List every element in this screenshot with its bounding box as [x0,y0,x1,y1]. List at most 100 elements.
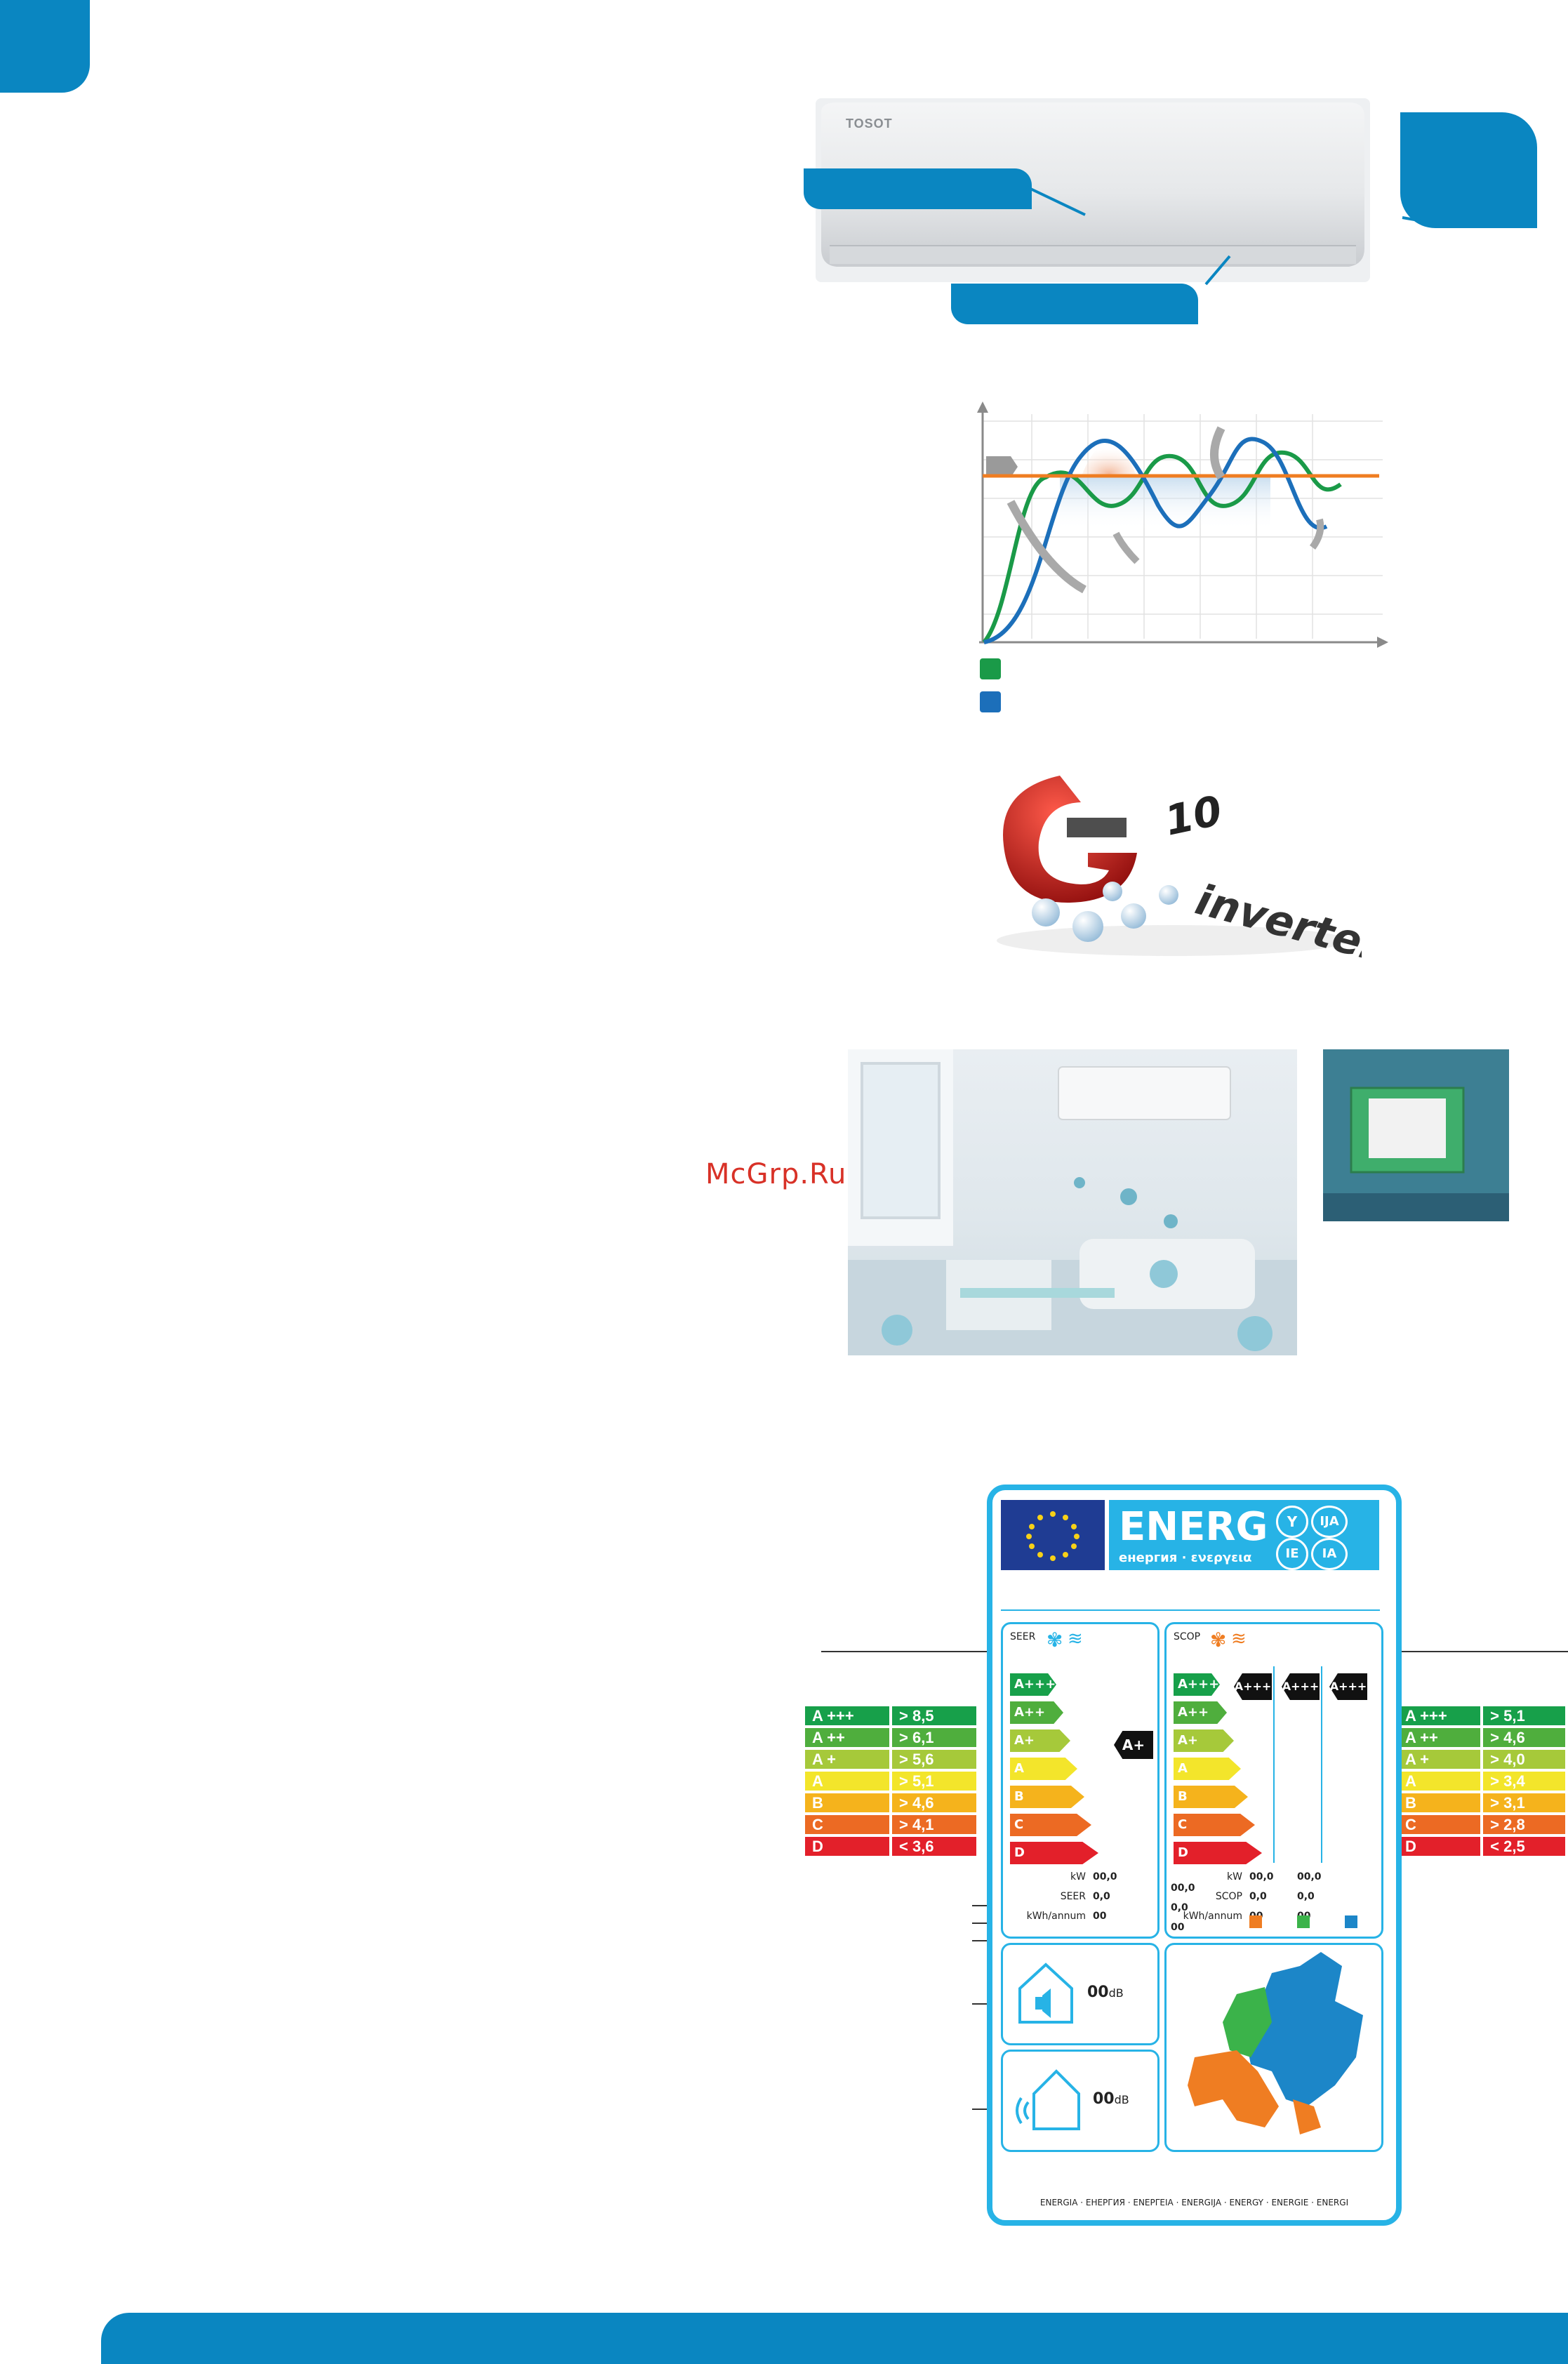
scop-rating-arrow: A+++ [1329,1673,1367,1700]
scop-row-value: 0,0 [1249,1891,1267,1902]
scale-class: A + [805,1750,889,1769]
energy-class-bar: A+++ [1010,1673,1056,1696]
scale-class: B [1398,1793,1481,1812]
eu-flag [1001,1500,1105,1570]
suffix-badge: Y [1276,1506,1308,1538]
seer-row-label: SEER [1060,1891,1086,1902]
seer-data-row: kWh/annum 00 [1003,1911,1150,1922]
scop-rating-arrow: A+++ [1234,1673,1272,1700]
scale-threshold: > 6,1 [892,1728,976,1747]
scale-class: C [1398,1815,1481,1834]
energy-class-bar: A+ [1174,1729,1234,1752]
scop-row-value: 00,0 [1171,1882,1195,1894]
callout-box [951,284,1198,324]
seer-row-value: 00,0 [1093,1871,1117,1882]
outdoor-speaker-icon [1013,2066,1083,2133]
scop-row-value: 00 [1171,1922,1185,1933]
scale-class: A [1398,1772,1481,1791]
outdoor-noise-panel: 00dB [1001,2050,1160,2152]
scop-row-label: SCOP [1215,1891,1242,1902]
scale-row: D< 3,6 [805,1837,976,1856]
scale-row: C> 2,8 [1398,1815,1565,1834]
scale-threshold: > 4,0 [1483,1750,1565,1769]
scale-row: A +++> 8,5 [805,1706,976,1725]
seer-row-label: kW [1070,1871,1086,1882]
energy-class-bar: A [1010,1758,1077,1780]
fan-icon: ✾ [1047,1628,1063,1652]
scale-row: D< 2,5 [1398,1837,1565,1856]
scale-row: B> 4,6 [805,1793,976,1812]
zone-swatch [1249,1915,1262,1928]
scop-row-label: kWh/annum [1183,1911,1242,1922]
plasma-module-photo [1323,1049,1509,1221]
scale-row: A +> 5,6 [805,1750,976,1769]
scale-threshold: > 5,6 [892,1750,976,1769]
energy-class-bar: D [1174,1842,1262,1864]
energy-class-bar: A++ [1174,1701,1227,1724]
scop-row-value: 0,0 [1171,1902,1188,1913]
outdoor-noise-value: 00 [1093,2090,1115,2108]
footer-bar [101,2313,1568,2364]
noise-unit: dB [1114,2093,1129,2106]
scale-row: C> 4,1 [805,1815,976,1834]
energy-subtitle: енергия · ενεργεια [1119,1550,1252,1565]
noise-unit: dB [1108,1986,1124,2000]
zone-swatch [1345,1915,1357,1928]
indoor-speaker-icon [1016,1960,1076,2025]
suffix-badge: IA [1311,1538,1348,1570]
scale-row: B> 3,1 [1398,1793,1565,1812]
seer-row-label: kWh/annum [1026,1911,1086,1922]
room-plasma-photo [848,1049,1297,1355]
scale-threshold: > 3,1 [1483,1793,1565,1812]
scale-threshold: > 3,4 [1483,1772,1565,1791]
scale-row: A> 3,4 [1398,1772,1565,1791]
energy-class-bar: A+ [1010,1729,1070,1752]
scale-threshold: > 5,1 [1483,1706,1565,1725]
seer-data-row: SEER 0,0 [1003,1891,1150,1902]
column-divider [1321,1666,1322,1863]
temperature-curve-diagram [977,401,1388,648]
callout-lines [1024,185,1443,286]
scop-row-value: 0,0 [1297,1891,1315,1902]
energy-class-bar: A+++ [1174,1673,1220,1696]
energy-label: ENERG енергия · ενεργεια Y IJA IE IA SEE… [987,1485,1402,2226]
seer-data-row: kW 00,0 [1003,1871,1150,1882]
scale-row: A +> 4,0 [1398,1750,1565,1769]
seer-row-value: 00 [1093,1911,1107,1922]
scop-row-value: 00,0 [1297,1871,1322,1882]
energy-class-bar: B [1174,1786,1248,1808]
column-divider [1273,1666,1275,1863]
g10-inverter-logo: 10 inverter [983,748,1390,973]
seer-rating-arrow: A+ [1114,1731,1153,1759]
energy-class-bar: D [1010,1842,1098,1864]
watermark: McGrp.Ru [705,1158,847,1190]
energy-class-bar: A++ [1010,1701,1063,1724]
europe-climate-map [1164,1943,1383,2152]
scale-threshold: < 3,6 [892,1837,976,1856]
suffix-badge: IE [1276,1538,1308,1570]
scale-class: A ++ [1398,1728,1481,1747]
seer-heading: SEER [1010,1631,1036,1642]
label-footer: ENERGIA · ЕНЕРГИЯ · ΕΝΕΡΓΕΙΑ · ENERGIJA … [1039,2198,1349,2207]
scop-rating-arrow: A+++ [1282,1673,1320,1700]
scale-class: A +++ [805,1706,889,1725]
corner-tab [0,0,90,93]
scale-class: B [805,1793,889,1812]
scale-row: A ++> 6,1 [805,1728,976,1747]
seer-row-value: 0,0 [1093,1891,1110,1902]
legend-green-swatch [980,658,1001,679]
g10-badge-number: 10 [1161,786,1226,844]
scop-row-value: 00,0 [1249,1871,1274,1882]
indoor-noise-value: 00 [1087,1984,1109,2001]
suffix-badge: IJA [1311,1506,1348,1538]
energy-class-bar: C [1010,1814,1091,1836]
scale-row: A +++> 5,1 [1398,1706,1565,1725]
scop-heading: SCOP [1174,1631,1201,1642]
callout-box [804,168,1032,209]
scop-data-row: SCOP 0,0 0,0 0,0 [1167,1891,1377,1913]
